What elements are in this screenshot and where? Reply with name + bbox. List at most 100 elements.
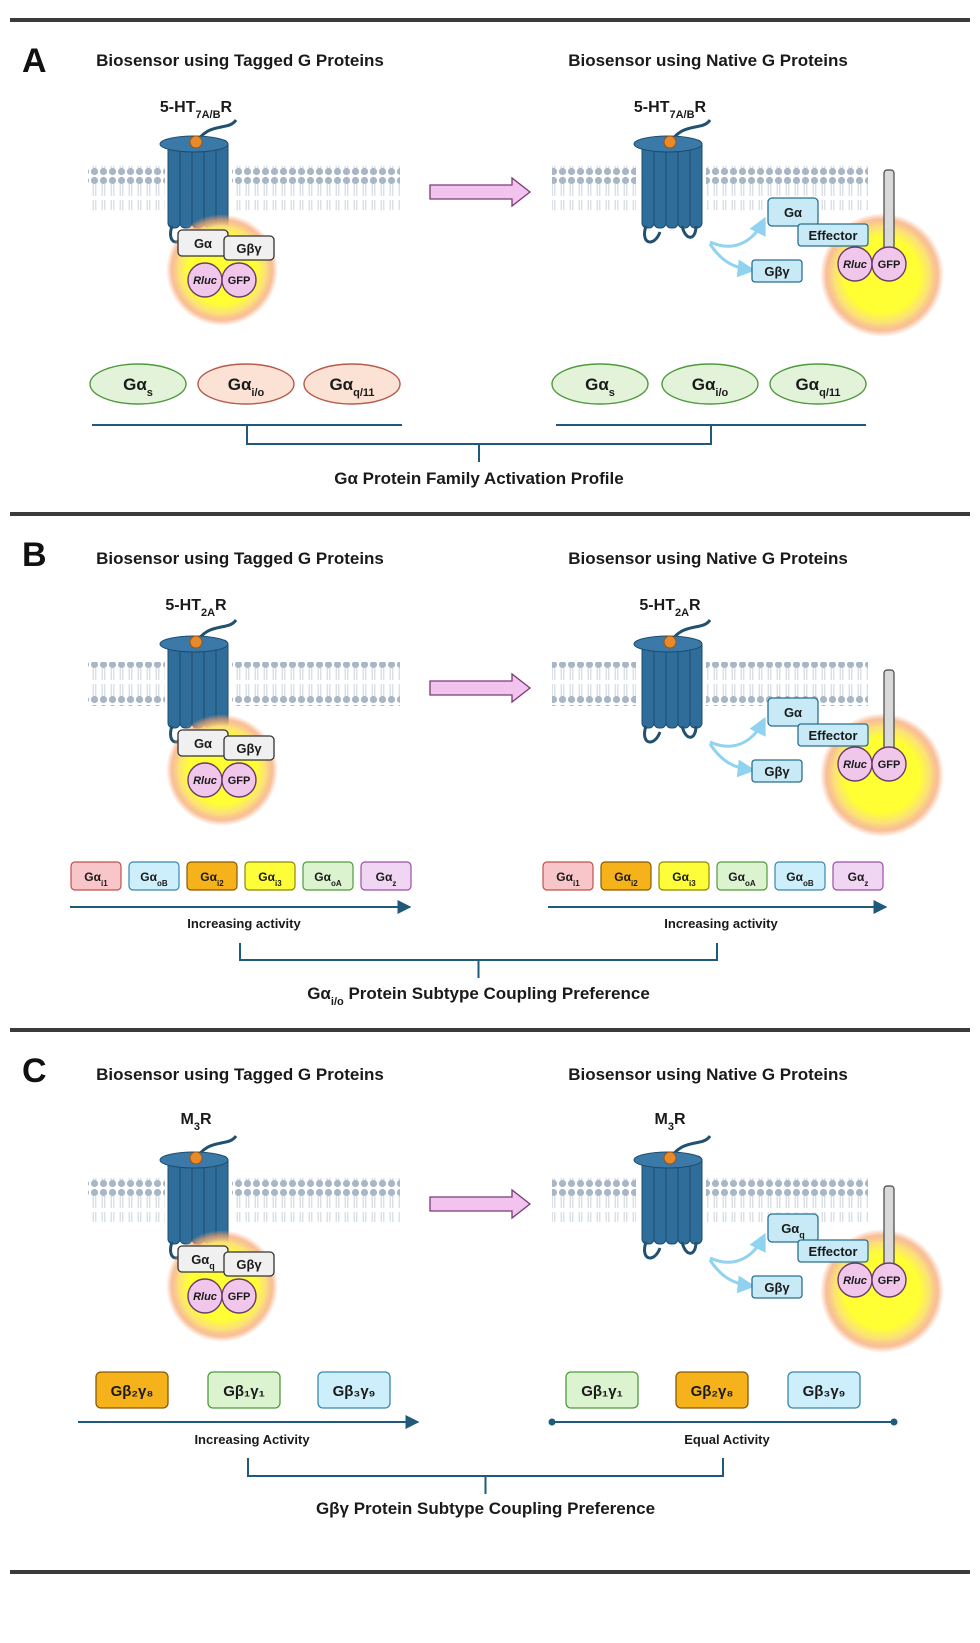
release-arrow-ga	[709, 216, 766, 248]
subtype-box-shape	[186, 861, 238, 891]
native-ga-box	[767, 697, 819, 727]
subtype-box-label: Gαz	[376, 870, 397, 888]
family-ellipse-shape	[769, 363, 867, 405]
family-ellipse-label: Gαq/11	[329, 375, 374, 399]
tagged-title: Biosensor using Tagged G Proteins	[96, 1065, 384, 1084]
axis-label-left: Increasing Activity	[194, 1432, 310, 1447]
gbg-label: Gβγ	[236, 741, 262, 756]
gfp-circle	[871, 746, 907, 782]
receptor-loop	[643, 725, 662, 744]
release-arrow-gbg	[708, 243, 756, 278]
subtype-box-label: GαoB	[786, 870, 814, 888]
family-ellipse-shape	[551, 363, 649, 405]
subtype-box: GαoB	[774, 861, 826, 891]
axis-label-right: Increasing activity	[664, 916, 778, 931]
gbg-subtype-box: Gβ₂γ₈	[95, 1371, 169, 1409]
subtype-box: Gαz	[832, 861, 884, 891]
gbg-subtype-box: Gβ₁γ₁	[207, 1371, 281, 1409]
receptor-helix	[665, 1155, 679, 1245]
effector-label: Effector	[808, 728, 857, 743]
gbg-subtype-label: Gβ₂γ₈	[111, 1383, 154, 1400]
receptor-helix	[689, 139, 703, 229]
subtype-box-label: GαoA	[728, 870, 756, 888]
axis-label-right: Equal Activity	[684, 1432, 770, 1447]
subtype-box-shape	[360, 861, 412, 891]
native-ga-label: Gα	[784, 205, 802, 220]
axis-endpoint	[548, 1418, 556, 1426]
effector-box	[797, 1239, 869, 1263]
receptor-icon	[633, 618, 712, 744]
tagged-receptor-label: 5-HT2AR	[165, 597, 227, 619]
receptor-helix	[167, 639, 181, 729]
gfp-label: GFP	[878, 759, 901, 771]
gfp-label: GFP	[228, 275, 251, 287]
native-title: Biosensor using Native G Proteins	[568, 1065, 848, 1084]
native-ga-label: Gα	[784, 705, 802, 720]
receptor-helix	[689, 1155, 703, 1245]
gbg-subtype-label: Gβ₂γ₈	[691, 1383, 734, 1400]
receptor-helix	[179, 1155, 193, 1245]
subtype-box-shape	[716, 861, 768, 891]
bracket-arms	[246, 425, 712, 445]
native-gbg-label: Gβγ	[764, 264, 790, 279]
receptor-helix	[191, 1155, 205, 1245]
gbg-label: Gβγ	[236, 1257, 262, 1272]
gbg-subtype-label: Gβ₃γ₉	[803, 1383, 846, 1400]
native-ga-box	[767, 1213, 819, 1243]
receptor-loop	[680, 1241, 698, 1255]
native-ga-box	[767, 197, 819, 227]
gfp-circle	[221, 1278, 257, 1314]
subtype-box-shape	[832, 861, 884, 891]
receptor-helix	[641, 639, 655, 729]
gfp-label: GFP	[228, 775, 251, 787]
subtype-box: Gαi2	[600, 861, 652, 891]
gbg-subtype-box: Gβ₃γ₉	[317, 1371, 391, 1409]
bracket	[247, 1458, 724, 1494]
membrane-left-b	[232, 166, 400, 210]
gfp-label: GFP	[228, 1291, 251, 1303]
gbg-box	[223, 1251, 275, 1277]
tagged-receptor-label: M3R	[180, 1111, 211, 1133]
gbg-label: Gβγ	[236, 241, 262, 256]
effector-label: Effector	[808, 228, 857, 243]
receptor-helix	[665, 639, 679, 729]
rluc-label: Rluc	[193, 1291, 217, 1303]
native-gbg-box	[751, 259, 803, 283]
receptor-helix	[653, 139, 667, 229]
gbg-subtype-shape	[787, 1371, 861, 1409]
tagged-receptor-label: 5-HT7A/BR	[160, 99, 233, 121]
ga-label: Gα	[194, 736, 212, 751]
subtype-box-label: Gαi1	[556, 870, 580, 888]
native-ga-label: Gαq	[781, 1221, 805, 1240]
native-gbg-label: Gβγ	[764, 1280, 790, 1295]
gbg-subtype-shape	[675, 1371, 749, 1409]
tagged-title: Biosensor using Tagged G Proteins	[96, 51, 384, 70]
family-ellipse-label: Gαs	[123, 375, 153, 399]
transition-arrow	[429, 1188, 532, 1220]
rluc-label: Rluc	[843, 1275, 867, 1287]
family-ellipse-label: Gαs	[585, 375, 615, 399]
subtype-box: Gαz	[360, 861, 412, 891]
release-arrow-ga	[709, 716, 766, 748]
receptor-helix	[677, 1155, 691, 1245]
transition-arrow	[429, 176, 532, 208]
native-title: Biosensor using Native G Proteins	[568, 549, 848, 568]
subtype-box: GαoB	[128, 861, 180, 891]
ligand-icon	[189, 135, 203, 149]
subtype-box-shape	[542, 861, 594, 891]
effector-box	[797, 223, 869, 247]
family-ellipse: Gαs	[89, 363, 187, 405]
gbg-subtype-shape	[95, 1371, 169, 1409]
family-ellipse: Gαs	[551, 363, 649, 405]
effector-box	[797, 723, 869, 747]
panel-bottom-label: Gα Protein Family Activation Profile	[334, 469, 623, 488]
gfp-circle	[871, 246, 907, 282]
